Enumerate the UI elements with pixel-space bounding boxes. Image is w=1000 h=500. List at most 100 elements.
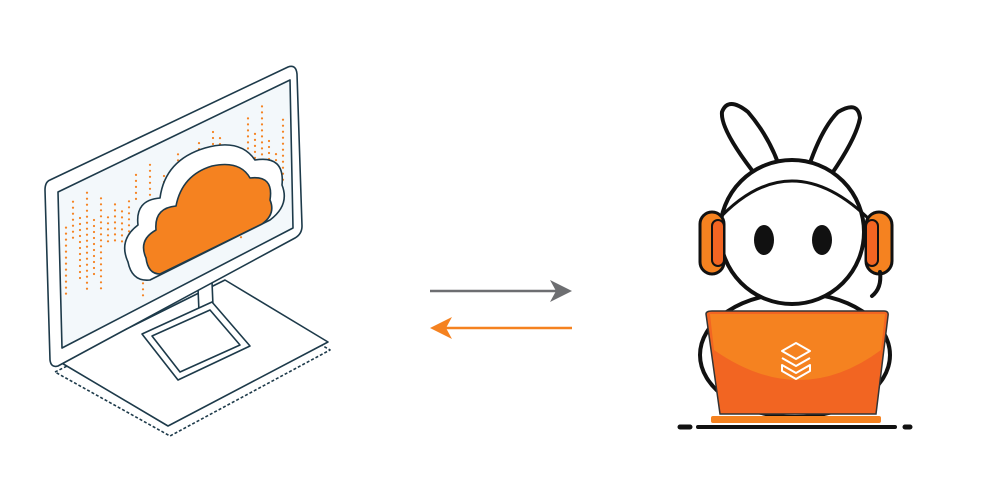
data-dot bbox=[127, 200, 131, 203]
data-dot bbox=[176, 153, 180, 156]
data-dot bbox=[260, 105, 264, 108]
data-dot bbox=[99, 233, 103, 236]
laptop-base bbox=[711, 416, 881, 423]
data-dot bbox=[78, 258, 82, 262]
data-dot bbox=[64, 292, 68, 295]
data-dot bbox=[64, 280, 68, 283]
data-dot bbox=[246, 123, 250, 126]
headset-band bbox=[714, 179, 874, 224]
data-dot bbox=[99, 215, 103, 218]
data-dot bbox=[92, 266, 96, 270]
stack-logo-icon bbox=[781, 342, 811, 380]
data-dot bbox=[64, 262, 68, 265]
data-dot bbox=[106, 216, 110, 219]
data-dot bbox=[85, 209, 89, 212]
data-dot bbox=[274, 159, 278, 162]
data-dot bbox=[120, 216, 124, 219]
data-dot bbox=[92, 236, 96, 240]
data-dot bbox=[134, 191, 138, 194]
data-dot bbox=[92, 254, 96, 258]
data-dot bbox=[211, 136, 215, 140]
cloud-icon bbox=[123, 144, 286, 281]
data-dot bbox=[281, 136, 285, 139]
data-dot bbox=[197, 142, 201, 145]
data-dot bbox=[92, 242, 96, 246]
data-dot bbox=[71, 218, 75, 221]
data-dot bbox=[141, 288, 145, 291]
data-dot bbox=[267, 151, 271, 155]
data-dot bbox=[99, 209, 103, 212]
data-dot bbox=[281, 142, 285, 145]
data-dot bbox=[246, 117, 250, 120]
data-dot bbox=[85, 245, 89, 248]
data-dot bbox=[253, 132, 257, 135]
data-dot bbox=[78, 246, 82, 250]
data-dot bbox=[274, 153, 278, 156]
data-dot bbox=[64, 232, 68, 235]
data-dot bbox=[78, 276, 82, 280]
data-dot bbox=[148, 187, 152, 190]
data-dot bbox=[260, 147, 264, 150]
data-dot bbox=[148, 181, 152, 184]
data-dot bbox=[78, 270, 82, 274]
data-dot bbox=[78, 228, 82, 232]
bunny-ear-left bbox=[719, 102, 784, 180]
data-dot bbox=[120, 240, 124, 243]
bunny-eye-left bbox=[754, 225, 774, 255]
data-dot bbox=[85, 251, 89, 254]
data-dot bbox=[260, 141, 264, 144]
data-dot bbox=[64, 250, 68, 253]
data-dot bbox=[99, 269, 103, 272]
data-dot bbox=[99, 287, 103, 290]
data-dot bbox=[260, 153, 264, 156]
data-dot bbox=[85, 215, 89, 218]
data-dot bbox=[260, 123, 264, 126]
data-dot bbox=[253, 138, 257, 141]
data-dot bbox=[85, 257, 89, 260]
data-dot bbox=[281, 166, 285, 169]
data-dot bbox=[127, 224, 131, 227]
data-dot bbox=[64, 268, 68, 271]
data-dot bbox=[253, 150, 257, 153]
data-dot bbox=[106, 228, 110, 231]
data-dot bbox=[85, 197, 89, 200]
data-dot bbox=[281, 148, 285, 151]
data-dot bbox=[260, 129, 264, 132]
data-dot bbox=[127, 206, 131, 209]
data-dot bbox=[64, 286, 68, 289]
headset-mic bbox=[870, 270, 883, 298]
data-dot bbox=[71, 236, 75, 239]
data-dot bbox=[92, 224, 96, 228]
data-dot bbox=[85, 221, 89, 224]
data-dot bbox=[71, 206, 75, 209]
data-dot bbox=[113, 227, 117, 230]
data-dot bbox=[64, 226, 68, 229]
data-dot bbox=[260, 111, 264, 114]
data-dot bbox=[120, 210, 124, 213]
data-dot bbox=[85, 287, 89, 290]
data-dot bbox=[281, 154, 285, 157]
data-dot bbox=[78, 252, 82, 256]
data-dot bbox=[99, 239, 103, 242]
data-dot bbox=[99, 263, 103, 266]
data-dot bbox=[78, 216, 82, 220]
data-dot bbox=[106, 240, 110, 243]
data-dot bbox=[260, 117, 264, 120]
data-dot bbox=[99, 251, 103, 254]
laptop bbox=[705, 310, 889, 423]
data-dot bbox=[148, 163, 152, 166]
data-dot bbox=[113, 209, 117, 212]
arrow-right-icon bbox=[430, 280, 572, 302]
data-dot bbox=[113, 233, 117, 236]
data-dot bbox=[64, 256, 68, 259]
data-dot bbox=[92, 248, 96, 252]
data-dot bbox=[99, 221, 103, 224]
data-dot bbox=[281, 130, 285, 133]
data-dot bbox=[71, 200, 75, 203]
data-dot bbox=[127, 218, 131, 221]
data-dot bbox=[148, 193, 152, 196]
data-dot bbox=[113, 203, 117, 206]
data-dot bbox=[246, 141, 250, 144]
data-dot bbox=[281, 160, 285, 163]
